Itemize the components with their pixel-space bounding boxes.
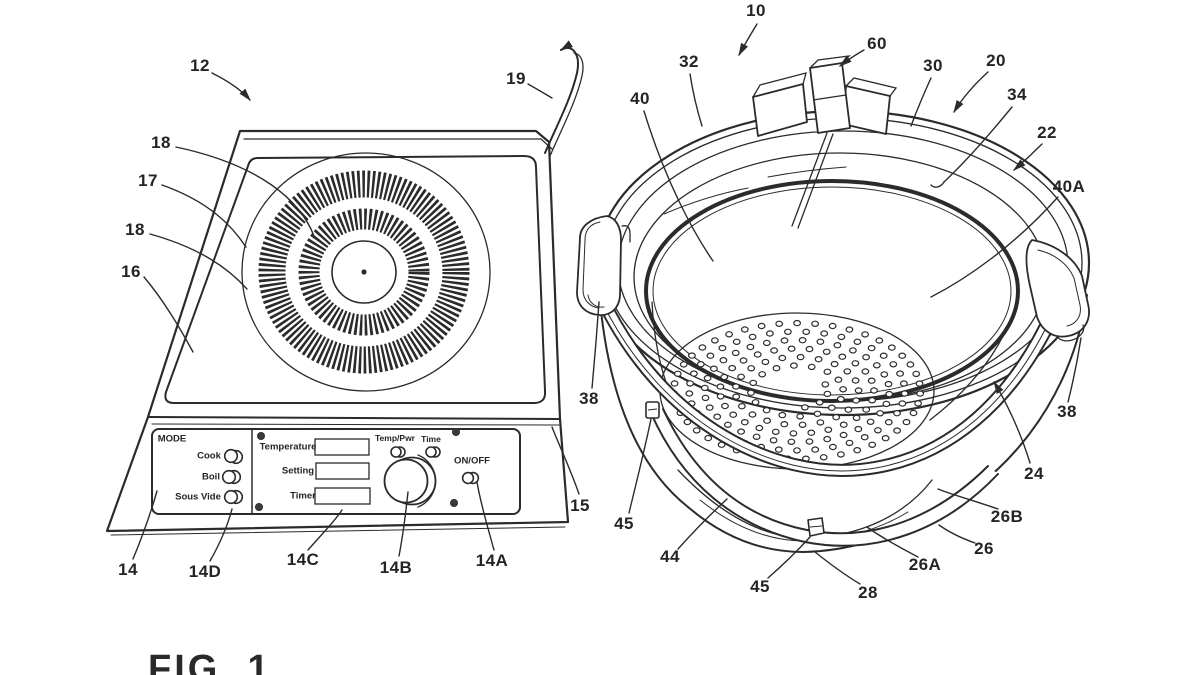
sous-vide-button <box>225 491 243 504</box>
on-off-button <box>463 473 479 484</box>
ref-numeral-45-left: 45 <box>614 514 634 534</box>
ref-numeral-26B: 26B <box>991 507 1023 527</box>
ref-numeral-44: 44 <box>660 547 680 567</box>
figure-caption: FIG. 1 <box>148 648 272 675</box>
time-indicator-label: Time <box>421 434 441 444</box>
ref-numeral-14B: 14B <box>380 558 412 578</box>
ref-numeral-10: 10 <box>746 1 766 21</box>
ref-numeral-26A: 26A <box>909 555 941 575</box>
pot-handle-left <box>577 216 630 315</box>
rim-clip-probe <box>753 56 896 228</box>
screw-icon <box>255 503 262 510</box>
ref-numeral-45-bottom: 45 <box>750 577 770 597</box>
boil-button-label: Boil <box>202 472 220 483</box>
ref-numeral-14D: 14D <box>189 562 221 582</box>
ref-numeral-38-right: 38 <box>1057 402 1077 422</box>
cook-button <box>225 450 243 464</box>
temperature-display-label: Temperature <box>260 442 317 453</box>
ref-numeral-17: 17 <box>138 171 158 191</box>
screw-icon <box>450 499 457 506</box>
power-cord <box>545 48 583 156</box>
ref-numeral-19: 19 <box>506 69 526 89</box>
setting-display-label: Setting <box>282 466 314 477</box>
ref-numeral-18-side: 18 <box>125 220 145 240</box>
basket-rim <box>646 181 1018 401</box>
mode-section-label: MODE <box>158 434 187 445</box>
strap-clip-bottom <box>808 518 824 536</box>
temp-pwr-button <box>391 447 405 457</box>
ref-numeral-60: 60 <box>867 34 887 54</box>
screw-icon <box>257 432 264 439</box>
control-knob <box>385 455 436 507</box>
ref-numeral-26: 26 <box>974 539 994 559</box>
temp-pwr-indicator-label: Temp/Pwr <box>375 433 415 443</box>
sous-vide-button-label: Sous Vide <box>175 492 221 503</box>
timer-display-label: Timer <box>290 491 316 502</box>
ref-numeral-22: 22 <box>1037 123 1057 143</box>
ref-numeral-30: 30 <box>923 56 943 76</box>
induction-cooktop-drawing <box>107 48 583 535</box>
ref-numeral-34: 34 <box>1007 85 1027 105</box>
strap-clip-left <box>646 402 659 418</box>
ref-numeral-40: 40 <box>630 89 650 109</box>
ref-numeral-14C: 14C <box>287 550 319 570</box>
ref-numeral-12: 12 <box>190 56 210 76</box>
pot-and-basket-drawing <box>577 56 1089 552</box>
boil-button <box>223 471 241 484</box>
time-button <box>426 447 440 457</box>
burner-coil-rings <box>242 153 490 391</box>
ref-numeral-38-left: 38 <box>579 389 599 409</box>
ref-numeral-24: 24 <box>1024 464 1044 484</box>
ref-numeral-14: 14 <box>118 560 138 580</box>
ref-numeral-15: 15 <box>570 496 590 516</box>
ref-numeral-14A: 14A <box>476 551 508 571</box>
cook-button-label: Cook <box>197 451 221 462</box>
on-off-button-label: ON/OFF <box>454 456 490 467</box>
ref-numeral-20: 20 <box>986 51 1006 71</box>
ref-numeral-32: 32 <box>679 52 699 72</box>
ref-numeral-40A: 40A <box>1053 177 1085 197</box>
ref-numeral-16: 16 <box>121 262 141 282</box>
basket-perforated-bottom <box>660 313 934 469</box>
ref-numeral-28: 28 <box>858 583 878 603</box>
screw-icon <box>452 428 459 435</box>
pot-handle-right <box>1027 240 1090 341</box>
ref-numeral-18-top: 18 <box>151 133 171 153</box>
